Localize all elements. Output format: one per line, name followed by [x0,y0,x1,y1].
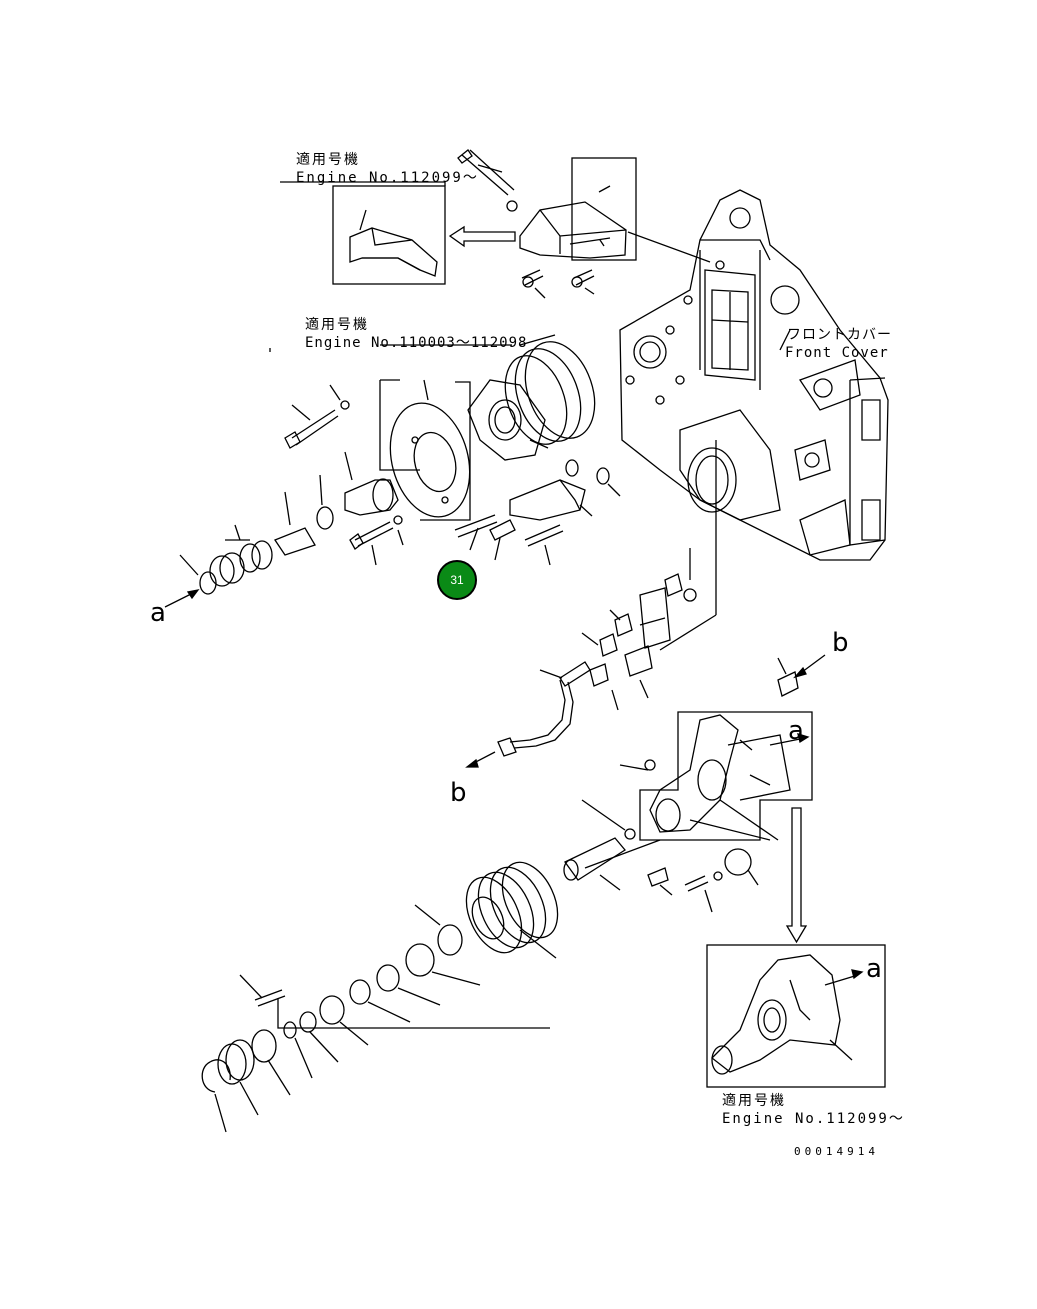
applicable-top-jp: 適用号機 [296,152,360,168]
shaft-assembly [179,384,404,595]
water-pump-pulley [504,334,596,445]
flange-disk [389,379,471,518]
front-cover-en: Front Cover [785,345,889,361]
hollow-arrow-left [448,225,516,248]
arrow-b-top-label: b [832,628,849,658]
applicable-mid-jp: 適用号機 [305,317,369,333]
callout-hotspot-31[interactable]: 31 [437,560,477,600]
pump-housing [467,379,549,461]
applicable-bottom-jp: 適用号機 [722,1093,786,1109]
arrow-b-top [777,654,826,697]
applicable-bottom-en: Engine No.112099～ [722,1111,905,1127]
bottom-right-inset [706,944,886,1088]
arrow-a-left [164,589,200,608]
arrow-a-left-label: a [150,598,166,628]
arrow-a-inset-label: a [866,954,882,984]
top-bracket-part [457,149,711,299]
sensor-assembly [465,440,717,768]
front-cover [619,189,889,561]
tensioner-arm-box [619,711,813,841]
idler-assembly [201,799,759,1133]
document-number: 00014914 [794,1145,879,1158]
applicable-mid-en: Engine No.110003～112098 [305,335,528,351]
arrow-b-bottom-label: b [450,778,467,808]
front-cover-jp: フロントカバー [787,327,892,343]
arrow-a-right-label: a [788,716,804,746]
top-bracket-inset [280,181,446,285]
hollow-arrow-down [785,807,808,944]
mid-bracket-parts [454,459,621,566]
mid-inset [269,344,512,521]
applicable-top-en: Engine No.112099～ [296,170,479,186]
